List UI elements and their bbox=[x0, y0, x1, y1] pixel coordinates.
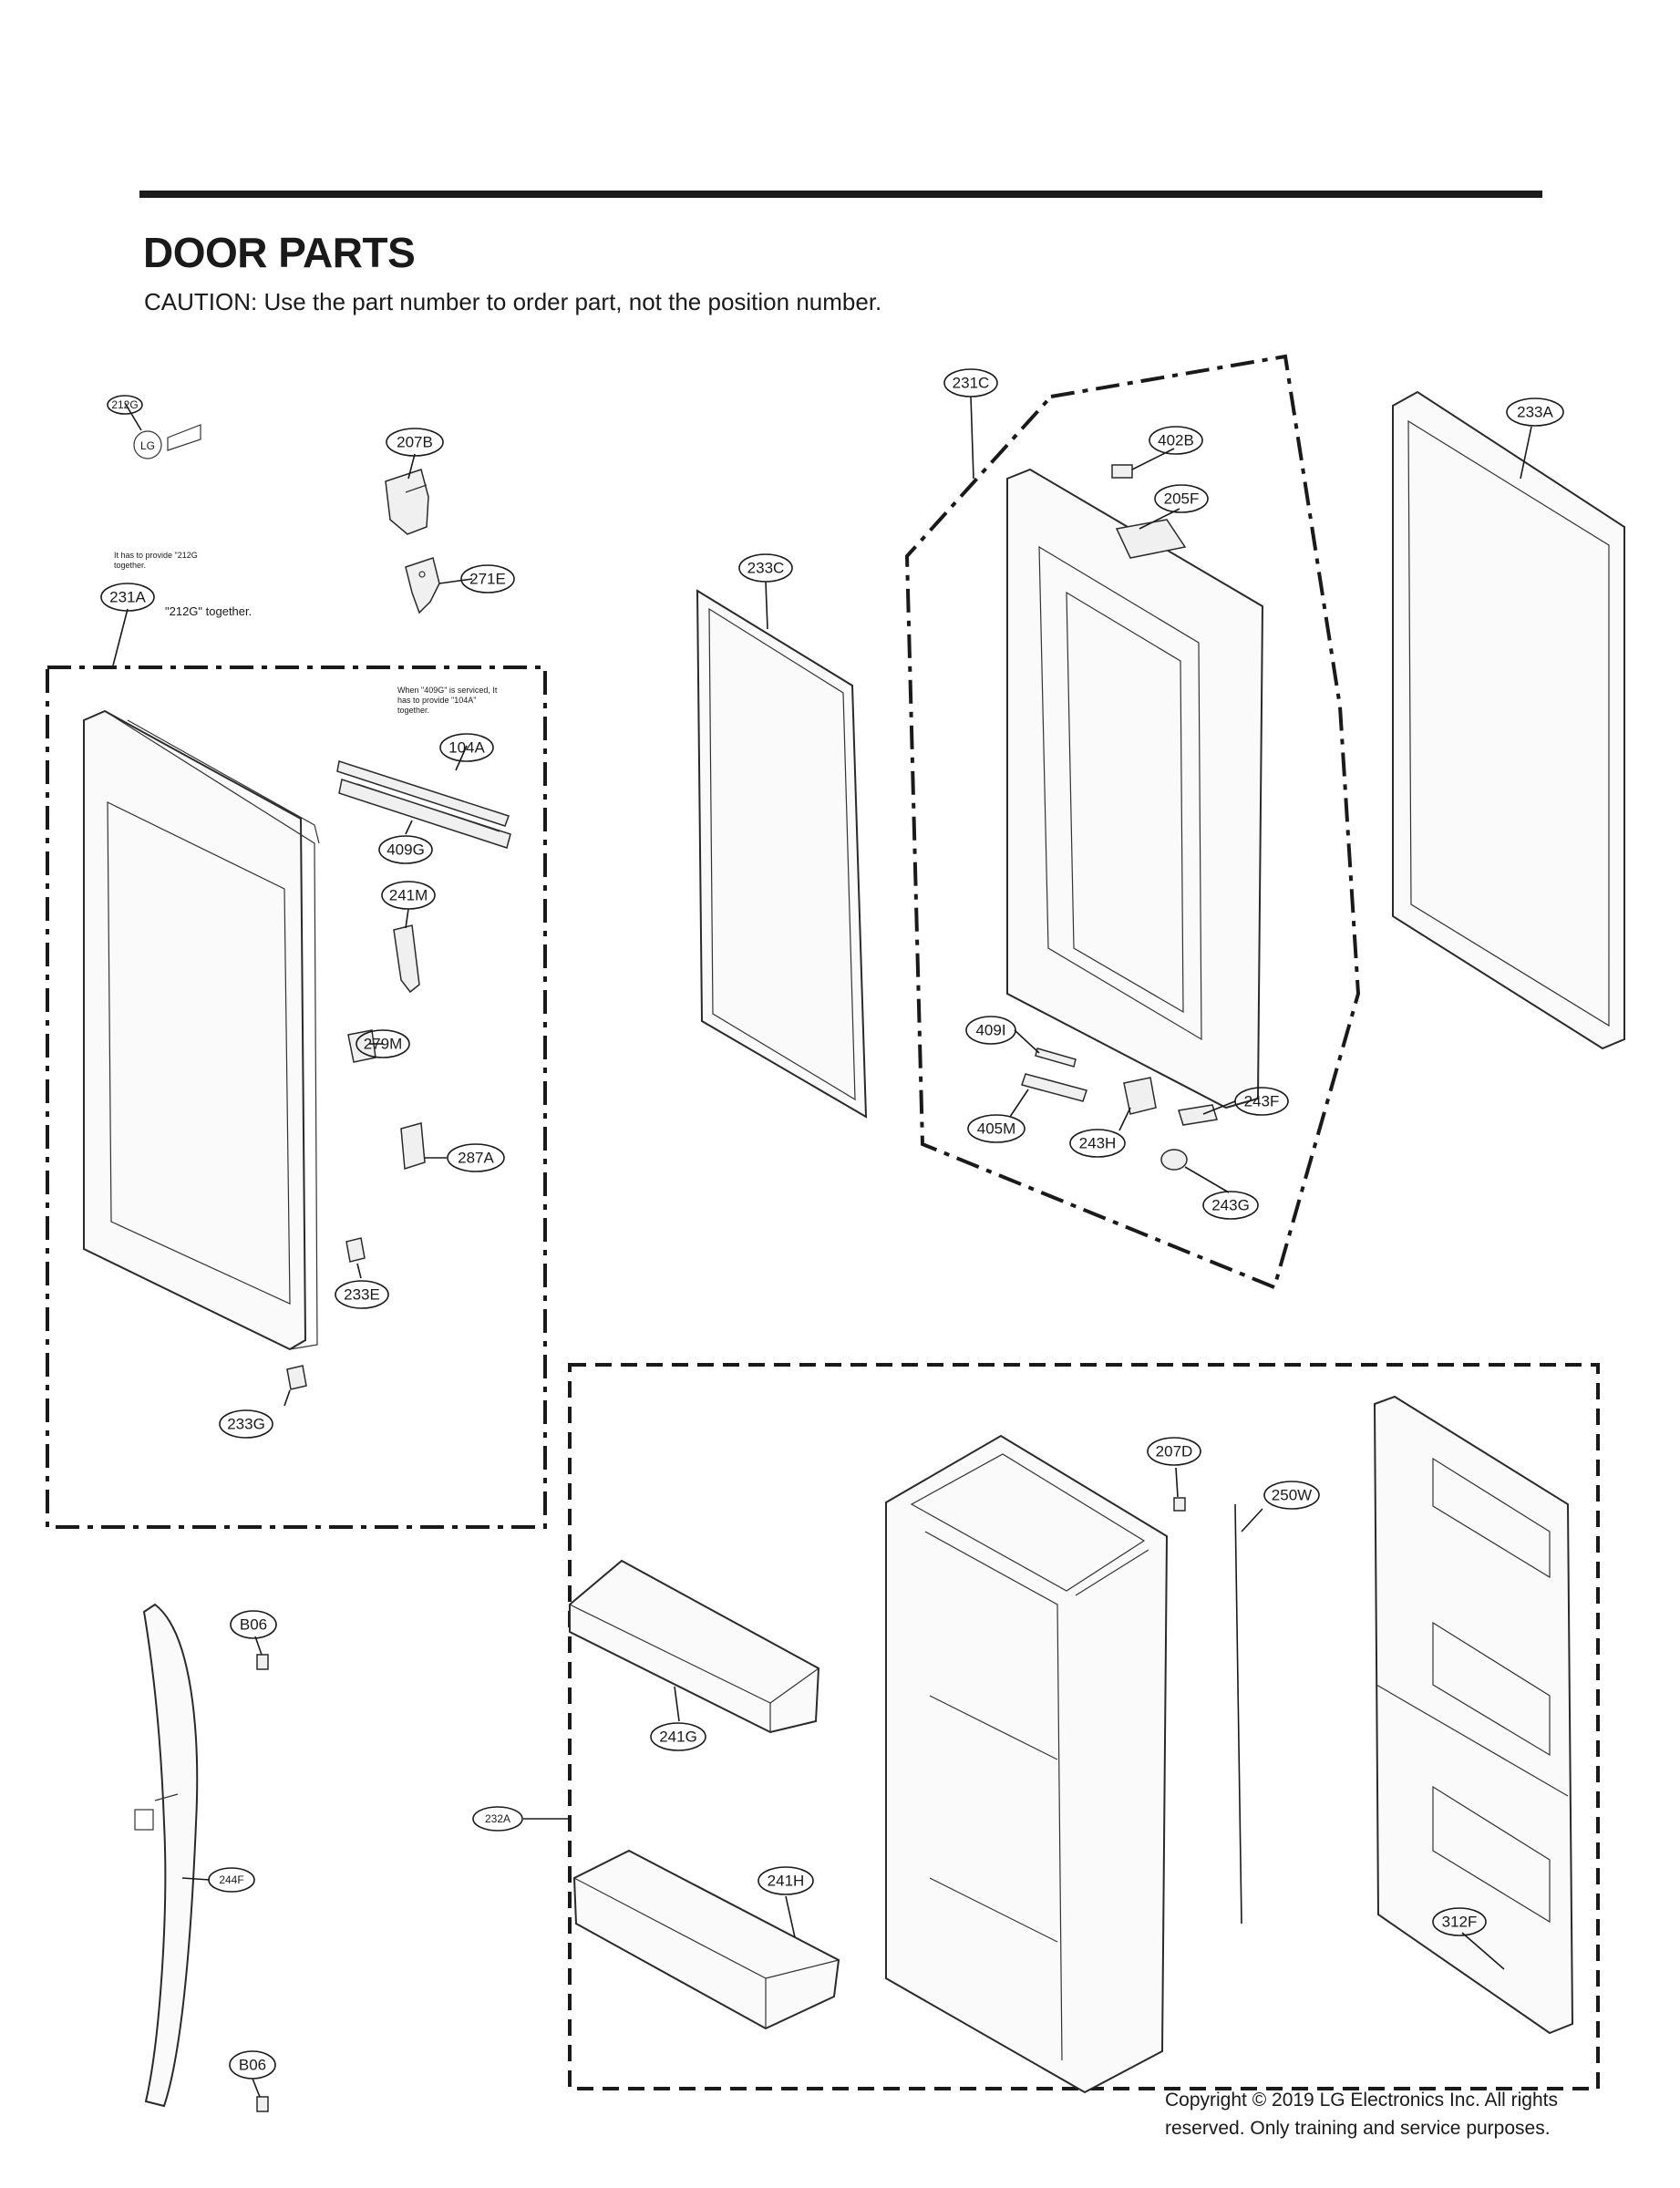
callout-312f: 312F bbox=[1432, 1907, 1487, 1936]
switch-287a-drawing bbox=[400, 1122, 426, 1170]
copyright-notice: Copyright © 2019 LG Electronics Inc. All… bbox=[1165, 2086, 1639, 2142]
svg-text:233C: 233C bbox=[747, 560, 785, 577]
callout-271e: 271E bbox=[460, 564, 515, 593]
callout-402b: 402B bbox=[1149, 426, 1203, 455]
callout-279m: 279M bbox=[356, 1029, 410, 1058]
screw-b06-bottom-drawing bbox=[256, 2096, 269, 2112]
svg-text:279M: 279M bbox=[364, 1036, 403, 1053]
callout-233c: 233C bbox=[738, 553, 793, 583]
gasket-233a-drawing bbox=[1392, 390, 1625, 1050]
svg-text:212G: 212G bbox=[111, 398, 138, 411]
callout-243h: 243H bbox=[1069, 1129, 1126, 1158]
hinge-271e-drawing bbox=[405, 557, 440, 614]
svg-text:409G: 409G bbox=[387, 841, 425, 859]
callout-409g: 409G bbox=[378, 835, 433, 864]
callout-b06-bottom: B06 bbox=[229, 2050, 276, 2080]
strip-104a-drawing bbox=[336, 760, 511, 849]
svg-text:402B: 402B bbox=[1158, 432, 1194, 449]
lg-logo-emblem: LG bbox=[133, 424, 201, 459]
svg-text:B06: B06 bbox=[239, 2057, 266, 2074]
clip-233e-drawing bbox=[345, 1237, 366, 1263]
frame-231c-drawing bbox=[1006, 468, 1264, 1109]
bracket-207b-drawing bbox=[385, 469, 429, 535]
callout-241m: 241M bbox=[381, 881, 436, 910]
note-212g: It has to provide "212G together. bbox=[114, 551, 198, 570]
copyright-line-1: Copyright © 2019 LG Electronics Inc. All… bbox=[1165, 2090, 1559, 2111]
callout-241h: 241H bbox=[758, 1866, 814, 1895]
clip-233g-drawing bbox=[286, 1365, 307, 1390]
svg-text:233G: 233G bbox=[227, 1416, 265, 1433]
svg-text:B06: B06 bbox=[240, 1616, 267, 1634]
svg-text:287A: 287A bbox=[458, 1150, 494, 1167]
small-parts-243-drawing bbox=[1021, 1048, 1218, 1171]
svg-text:243G: 243G bbox=[1211, 1197, 1250, 1214]
copyright-line-2: reserved. Only training and service purp… bbox=[1165, 2118, 1551, 2139]
rod-250w-drawing bbox=[1234, 1503, 1242, 1925]
svg-text:271E: 271E bbox=[469, 571, 506, 588]
callout-205f: 205F bbox=[1154, 484, 1209, 513]
svg-text:241H: 241H bbox=[768, 1873, 805, 1890]
door-231a-drawing bbox=[83, 709, 320, 1351]
callout-232a: 232A bbox=[472, 1806, 523, 1832]
svg-text:207D: 207D bbox=[1156, 1443, 1193, 1460]
svg-text:405M: 405M bbox=[977, 1120, 1016, 1138]
svg-text:231A: 231A bbox=[109, 589, 146, 606]
handle-244f-drawing bbox=[134, 1603, 199, 2108]
svg-text:243H: 243H bbox=[1079, 1135, 1117, 1152]
callout-207b: 207B bbox=[386, 428, 444, 457]
note-409g: When "409G" is serviced, It has to provi… bbox=[397, 686, 498, 715]
screw-b06-top-drawing bbox=[256, 1654, 269, 1670]
page-title: DOOR PARTS bbox=[143, 229, 416, 276]
group-outline-231c bbox=[904, 354, 1361, 1290]
part-207d-drawing bbox=[1173, 1497, 1186, 1512]
door-liner-232a-drawing bbox=[885, 1434, 1169, 2094]
caution-text: CAUTION: Use the part number to order pa… bbox=[144, 288, 882, 315]
lg-logo-text: LG bbox=[140, 439, 155, 452]
note-231a: "212G" together. bbox=[165, 604, 253, 618]
callout-243f: 243F bbox=[1234, 1087, 1289, 1116]
callout-287a: 287A bbox=[447, 1143, 505, 1172]
svg-text:205F: 205F bbox=[1164, 490, 1200, 508]
callout-405m: 405M bbox=[967, 1114, 1026, 1143]
group-outline-231a bbox=[46, 666, 547, 1529]
callout-244f: 244F bbox=[208, 1867, 255, 1893]
callout-233g: 233G bbox=[219, 1409, 273, 1439]
part-402b-drawing bbox=[1111, 464, 1133, 479]
callout-231c: 231C bbox=[943, 368, 998, 397]
door-bin-241g-drawing bbox=[569, 1559, 820, 1734]
door-bin-241h-drawing bbox=[572, 1849, 840, 2030]
svg-text:244F: 244F bbox=[219, 1873, 243, 1886]
gasket-233c-drawing bbox=[696, 589, 868, 1119]
callout-b06-top: B06 bbox=[230, 1610, 277, 1639]
svg-text:241G: 241G bbox=[659, 1729, 697, 1746]
callout-212g: 212G bbox=[107, 395, 143, 415]
svg-text:104A: 104A bbox=[448, 739, 485, 757]
callout-233a: 233A bbox=[1506, 397, 1564, 427]
callout-231a: 231A bbox=[100, 583, 155, 612]
svg-text:233E: 233E bbox=[344, 1286, 380, 1304]
callout-104a: 104A bbox=[439, 733, 494, 762]
callout-409i: 409I bbox=[965, 1016, 1016, 1045]
panel-312f-drawing bbox=[1373, 1395, 1574, 2035]
callout-233e: 233E bbox=[335, 1280, 389, 1309]
svg-text:250W: 250W bbox=[1272, 1487, 1312, 1504]
header-rule bbox=[139, 191, 1542, 198]
svg-text:207B: 207B bbox=[397, 434, 433, 451]
svg-text:241M: 241M bbox=[389, 887, 428, 904]
svg-text:409I: 409I bbox=[975, 1022, 1005, 1039]
callout-243g: 243G bbox=[1202, 1191, 1259, 1220]
callout-250w: 250W bbox=[1263, 1481, 1320, 1510]
svg-text:243F: 243F bbox=[1244, 1093, 1280, 1110]
svg-text:231C: 231C bbox=[953, 375, 990, 392]
svg-text:233A: 233A bbox=[1517, 404, 1553, 421]
svg-text:232A: 232A bbox=[485, 1812, 510, 1825]
bracket-241m-drawing bbox=[393, 924, 420, 994]
group-outline-232a bbox=[568, 1363, 1600, 2090]
callout-207d: 207D bbox=[1147, 1437, 1201, 1466]
callout-241g: 241G bbox=[650, 1722, 706, 1751]
svg-text:312F: 312F bbox=[1442, 1914, 1478, 1931]
